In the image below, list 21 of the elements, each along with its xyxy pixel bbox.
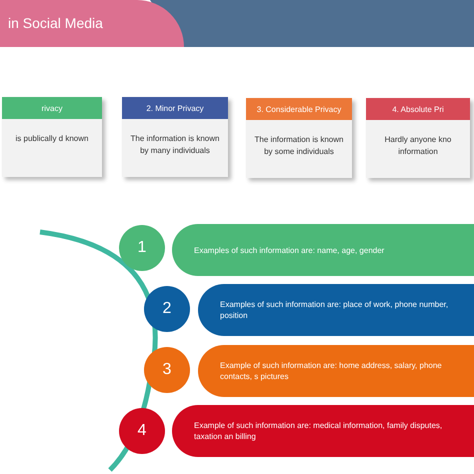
number-circle: 1 — [119, 225, 165, 271]
example-bar: Examples of such information are: name, age, gender — [172, 224, 474, 276]
example-bar: Example of such information are: home address, salary, phone contacts, s pictures — [198, 345, 474, 397]
card-heading: rivacy — [2, 97, 102, 119]
card-description: The information is known by many individuals — [130, 133, 220, 157]
example-bar: Example of such information are: medical information, family disputes, taxation an billing — [172, 405, 474, 457]
privacy-card — [366, 98, 470, 178]
card-description: is publically d known — [14, 133, 90, 145]
card-description: The information is known by some individuals — [254, 134, 344, 158]
card-heading: 4. Absolute Pri — [366, 98, 470, 120]
number-circle: 3 — [144, 347, 190, 393]
card-heading: 3. Considerable Privacy — [246, 98, 352, 120]
example-bar: Examples of such information are: place of work, phone number, position — [198, 284, 474, 336]
privacy-card — [246, 98, 352, 178]
number-circle: 2 — [144, 286, 190, 332]
title-banner: in Social Media — [0, 0, 184, 47]
privacy-card — [122, 97, 228, 177]
card-heading: 2. Minor Privacy — [122, 97, 228, 119]
privacy-card — [2, 97, 102, 177]
number-circle: 4 — [119, 408, 165, 454]
card-description: Hardly anyone kno information — [384, 134, 452, 158]
